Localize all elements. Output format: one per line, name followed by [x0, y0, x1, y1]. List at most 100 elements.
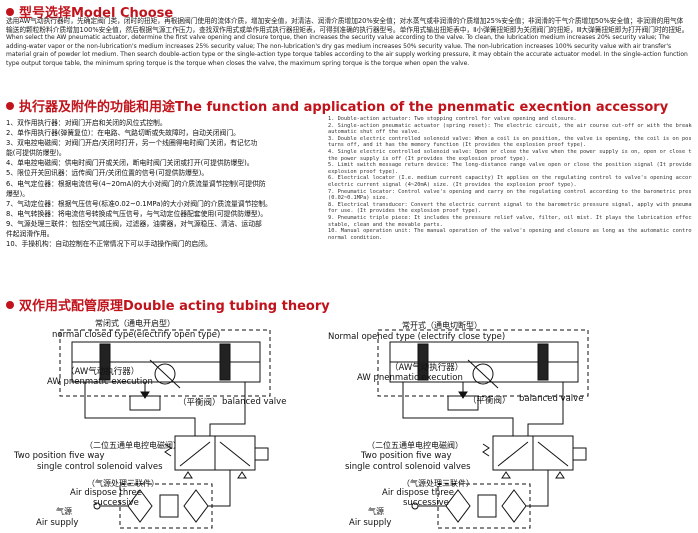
list-item: 8、电气转换器：将电流信号转换成气压信号，与气动定位器配套使用(可提供防爆型)。 [6, 209, 268, 218]
right-air-en1: Air dispose three [382, 488, 455, 498]
section-title-function: 执行器及附件的功能和用途The function and application… [6, 96, 668, 115]
section-title-model-choose: 型号选择Model Choose [6, 2, 173, 21]
left-solenoid-en2: single control solenoid valves [37, 462, 163, 472]
list-item: electric current signal (4~20mA) size. (… [328, 181, 577, 188]
list-item: (0.02~0.1MPa) size. [328, 195, 389, 202]
pipe-to-solenoid [530, 470, 549, 507]
flow-line-1 [497, 441, 529, 467]
function-list-cn: 1、双作用执行器：对阀门开启和关闭的风位式控制。 2、单作用执行器(弹簧复位)：在… [6, 118, 316, 249]
pinion-gear [154, 363, 176, 385]
lubricator-icon [183, 489, 209, 523]
bullet-icon [6, 102, 14, 110]
pipe-a [84, 382, 196, 436]
list-item: 1. Double-action actuator: Two stopping … [328, 116, 577, 122]
actuator-outline [377, 329, 589, 397]
right-solenoid-en1: Two position five way [361, 451, 452, 461]
supply-port-icon [411, 502, 419, 510]
left-air-en1: Air dispose three [70, 488, 143, 498]
piston-left [417, 343, 429, 381]
intro-cn: 选用AW气动执行器时，先确定阀门类，闭时的扭矩，再根据阀门使用的流体介质，增加安… [6, 17, 689, 34]
exhaust-icon [555, 471, 565, 479]
arrow-icon [140, 391, 150, 399]
list-item: 件起润滑作用。 [6, 230, 54, 239]
list-item: stable, clean and the movable parts. [328, 221, 443, 228]
regulator-icon [477, 494, 497, 518]
list-item: turns off, and it has the memory functio… [328, 142, 587, 149]
diagram-normally-closed [59, 329, 271, 529]
list-item: normal condition. [328, 234, 383, 241]
right-heading-en: Normal opened type (electrify close type… [328, 332, 506, 342]
left-balance-cn: （平衡阀） [178, 398, 221, 408]
list-item: 3、双电控电磁阀：对阀门开启/关闭时打开，另一个线圈得电时阀门关闭，有记忆功 [6, 139, 258, 148]
right-actuator-cn: （AW气动执行器） [390, 363, 464, 373]
right-air-en2: successive [403, 498, 449, 508]
arrow-icon [458, 391, 468, 399]
section-title-text: 型号选择Model Choose [19, 6, 174, 21]
left-actuator-en: AW pnenmatic execution [47, 377, 153, 387]
filter-icon [127, 489, 153, 523]
left-air-en2: successive [93, 498, 139, 508]
list-item: 4. Single electric controlled solenoid v… [328, 148, 692, 155]
list-item: explosion proof type). [328, 168, 399, 175]
right-actuator-en: AW pnenmatic execution [357, 373, 463, 383]
list-item: 2. Single-action pneumatic actuator (spr… [328, 122, 692, 129]
flow-line-2 [537, 441, 569, 467]
list-item: 9. Pneumatic triple piece: It includes t… [328, 214, 692, 221]
supply-port-icon [93, 502, 101, 510]
left-solenoid-en1: Two position five way [14, 451, 105, 461]
left-heading-cn: 常闭式（通电开启型） [95, 319, 175, 328]
right-supply-en: Air supply [349, 518, 392, 528]
piston-left [99, 343, 111, 381]
bullet-icon [6, 301, 14, 309]
exhaust-icon [501, 471, 511, 479]
flow-line-1 [179, 441, 211, 467]
list-item: 1、双作用执行器：对阀门开启和关闭的风位式控制。 [6, 119, 167, 127]
spring-icon [164, 443, 172, 457]
list-item: 7、气动定位器：根据气压信号(标准0.02~0.1MPa)的大小对阀门的介质流量… [6, 199, 272, 208]
list-item: 10、手操机构：自动控制在不正常情况下可以手动操作阀门的启闭。 [6, 240, 212, 249]
left-heading-en: normal closed type(electrify open type) [52, 330, 221, 340]
solenoid-coil [255, 447, 269, 461]
list-item: the power supply is off (It provides the… [328, 155, 529, 162]
section-title-text: 双作用式配管原理Double acting tubing theory [19, 299, 330, 314]
right-balance-en: balanced valve [519, 394, 584, 404]
list-item: 爆型)。 [6, 189, 30, 198]
intro-paragraph: 选用AW气动执行器时，先确定阀门类，闭时的扭矩，再根据阀门使用的流体介质，增加安… [6, 17, 690, 69]
pipe-b [209, 382, 246, 436]
section-title-text: 执行器及附件的功能和用途The function and application… [19, 100, 669, 115]
list-item: 6、电气定位器：根据电流信号(4~20mA)的大小对阀门的介质流量调节控制(可提… [6, 179, 266, 188]
left-balance-en: balanced valve [222, 397, 287, 407]
pinion-arm [149, 359, 181, 389]
left-air-cn: （气源处理三联件） [87, 479, 159, 488]
list-item: 7. Pneumatic locator: Control valve's op… [328, 188, 692, 195]
list-item: 2、单作用执行器(弹簧复位)：在电路、气路切断或失故障时，自动关闭阀门。 [6, 129, 240, 138]
solenoid-box-2 [532, 435, 574, 471]
pipe-a [402, 382, 514, 436]
list-item: 9、气源处理三联件：包括空气减压阀，过滤器，油雾器，对气源稳压、清洁、运动部 [6, 219, 262, 228]
intro-en: When select the AW pneumatic actuator, d… [6, 34, 688, 67]
left-actuator-cn: （AW气动执行器） [66, 367, 140, 377]
section-title-tubing: 双作用式配管原理Double acting tubing theory [6, 295, 330, 314]
right-solenoid-cn: （二位五通单电控电磁阀） [367, 441, 463, 450]
pinion-arm [467, 359, 499, 389]
right-solenoid-en2: single control solenoid valves [345, 462, 471, 472]
list-item: for use. (It provides the explosion proo… [328, 208, 482, 215]
list-item: 8. Electrical transducer: Convert the el… [328, 201, 692, 208]
bullet-icon [6, 8, 14, 16]
pinion-gear [472, 363, 494, 385]
right-balance-cn: （平衡阀） [468, 396, 511, 406]
flow-line-2 [219, 441, 251, 467]
list-item: 4、单电控电磁阀：供电时阀门开或关闭，断电时阀门关闭或打开(可提供防爆型)。 [6, 159, 254, 168]
left-supply-cn: 气源 [56, 507, 72, 516]
piston-right [219, 343, 231, 381]
right-heading-cn: 常开式（通电切断型） [402, 321, 482, 330]
exhaust-icon [183, 471, 193, 479]
right-air-cn: （气源处理三联件） [402, 479, 474, 488]
piston-right [537, 343, 549, 381]
function-list-en: 1. Double-action actuator: Two stopping … [328, 116, 692, 241]
list-item: 6. Electrical locator (I.e. medium curre… [328, 175, 692, 182]
exhaust-icon [237, 471, 247, 479]
pipe-to-solenoid [212, 470, 231, 507]
pipe-b [527, 382, 564, 436]
list-item: 5、限位开关回讯器：远传阀门开/关闭位置的信号(可提供防爆型)。 [6, 169, 209, 178]
